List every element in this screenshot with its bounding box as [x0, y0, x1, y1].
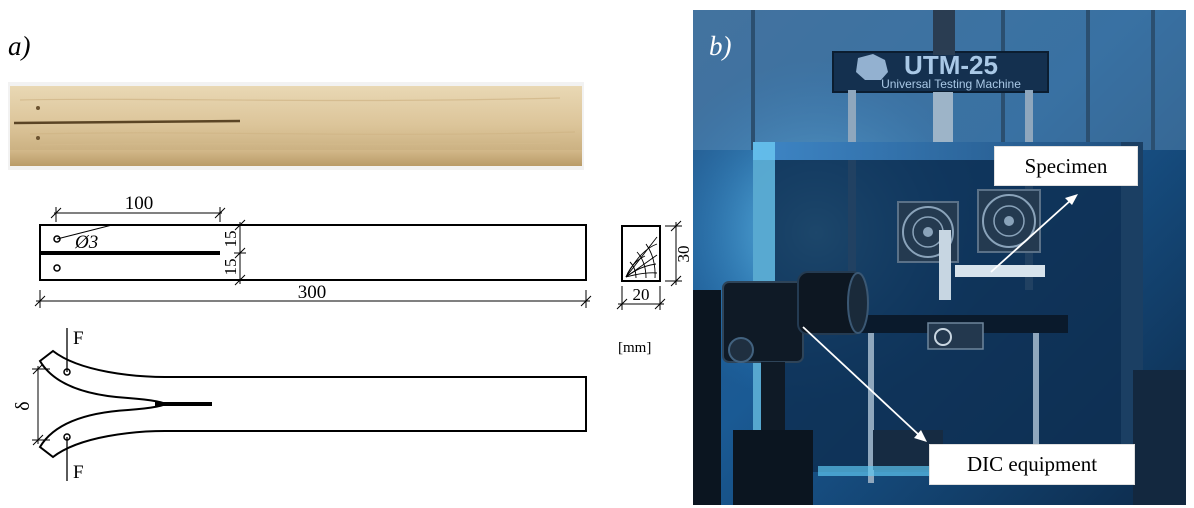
machine-brand: UTM-25 [904, 50, 998, 80]
panel-b-tag: b) [709, 31, 732, 61]
dic-equipment-label: DIC equipment [929, 444, 1135, 485]
specimen-side-view [34, 207, 592, 308]
dim-total-length: 300 [298, 282, 327, 303]
dim-height: 30 [674, 246, 693, 263]
panel-b-photo: UTM-25 Universal Testing Machine [693, 10, 1186, 505]
opening-delta-label: δ [12, 401, 34, 410]
deformed-specimen [32, 328, 587, 481]
force-top-label: F [73, 328, 84, 349]
specimen-cross-section [616, 220, 682, 310]
dim-width: 20 [633, 285, 650, 304]
unit-label: [mm] [618, 340, 651, 356]
camera-icon [722, 271, 869, 505]
dim-offset-top: 15 [221, 231, 240, 248]
panel-a-tag: a) [8, 31, 31, 61]
specimen-label: Specimen [994, 146, 1138, 186]
wood-specimen-photo [8, 82, 584, 170]
australia-logo [856, 54, 888, 80]
dim-length-100: 100 [125, 193, 154, 214]
dim-offset-bottom: 15 [221, 259, 240, 276]
dim-hole-diameter: Ø3 [74, 232, 98, 253]
machine-subtitle: Universal Testing Machine [881, 77, 1021, 91]
force-bottom-label: F [73, 462, 84, 483]
utm-photo-illustration: UTM-25 Universal Testing Machine [693, 10, 1186, 505]
